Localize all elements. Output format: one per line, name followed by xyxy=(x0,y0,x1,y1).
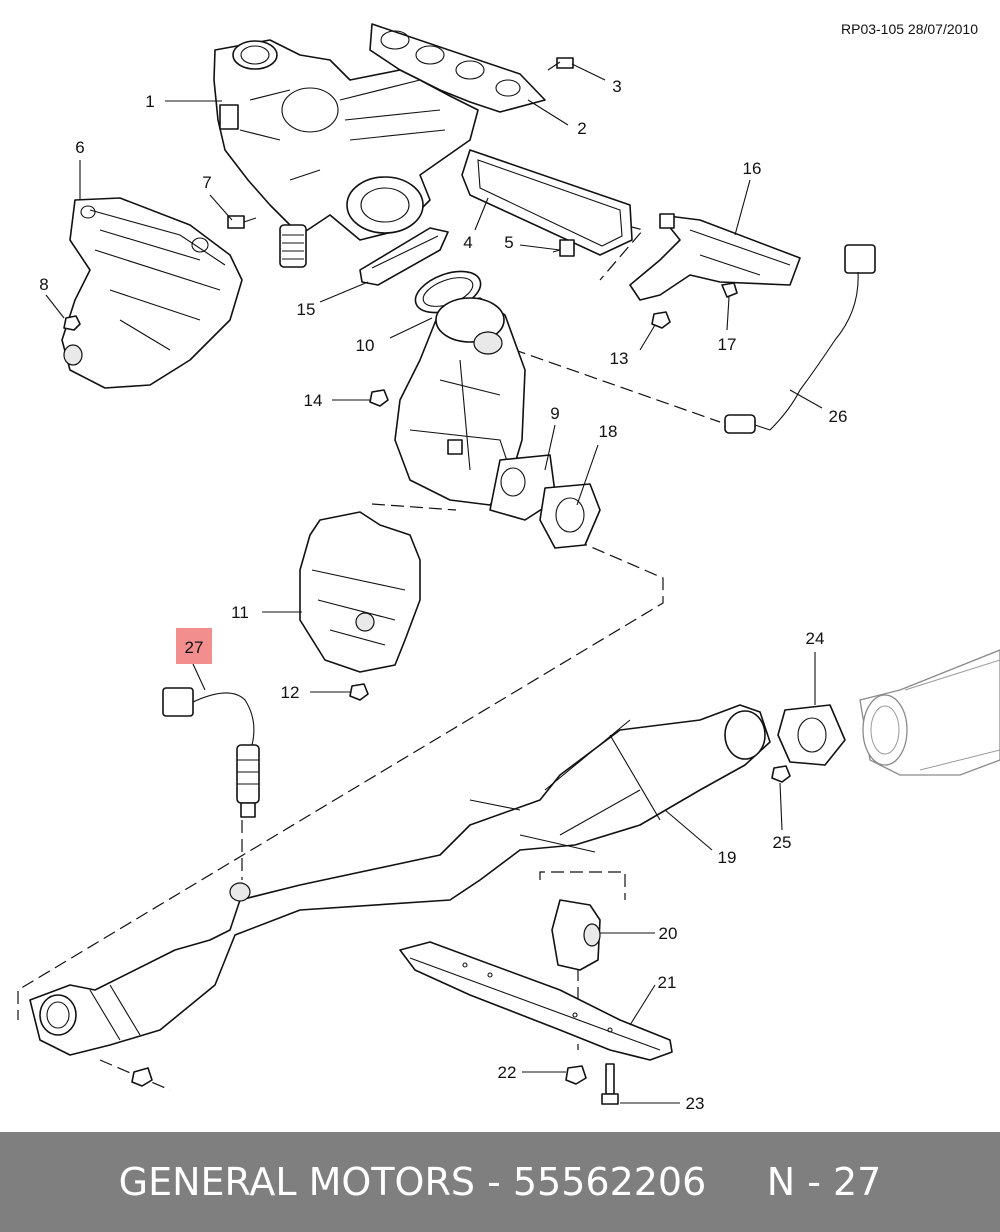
callout-7: 7 xyxy=(202,173,211,192)
callout-12: 12 xyxy=(281,683,300,702)
part-21-support-bracket xyxy=(399,941,673,1061)
part-1-turbocharger xyxy=(213,39,479,268)
part-20-rubber-hanger xyxy=(551,899,601,971)
callout-18: 18 xyxy=(599,422,618,441)
part-26-oxygen-sensor xyxy=(724,244,876,434)
part-16-heat-shield xyxy=(629,213,801,301)
part-11-heat-shield xyxy=(299,511,421,673)
callout-22: 22 xyxy=(498,1063,517,1082)
part-12-bolt xyxy=(349,683,369,701)
leader-lines xyxy=(45,63,823,1104)
footer-part-number: 55562206 xyxy=(512,1160,707,1204)
callout-5: 5 xyxy=(504,233,513,252)
rear-pipe-reference xyxy=(859,649,1000,776)
flange-nut xyxy=(131,1067,153,1087)
callout-24: 24 xyxy=(806,629,825,648)
callout-3: 3 xyxy=(612,77,621,96)
footer-page: N - 27 xyxy=(766,1160,882,1204)
part-8-bolt xyxy=(63,315,81,331)
callout-11: 11 xyxy=(231,603,249,622)
callout-6: 6 xyxy=(75,138,84,157)
callout-4: 4 xyxy=(463,233,472,252)
exploded-parts-diagram: RP03-105 28/07/2010 xyxy=(17,21,1000,1113)
callout-19: 19 xyxy=(718,848,737,867)
callout-17: 17 xyxy=(718,335,737,354)
footer-bar: GENERAL MOTORS - 55562206 N - 27 xyxy=(0,1132,1000,1232)
part-23-bolt xyxy=(601,1063,619,1105)
callout-2: 2 xyxy=(577,119,586,138)
part-25-nut xyxy=(771,765,791,783)
part-6-heat-shield xyxy=(61,197,243,389)
callout-25: 25 xyxy=(773,833,792,852)
callout-20: 20 xyxy=(659,924,678,943)
part-22-nut xyxy=(565,1065,587,1085)
callout-23: 23 xyxy=(686,1094,705,1113)
part-18-flange-gasket xyxy=(539,483,601,549)
callout-13: 13 xyxy=(610,349,629,368)
callout-9: 9 xyxy=(550,404,559,423)
callout-26: 26 xyxy=(829,407,848,426)
callout-27: 27 xyxy=(185,638,204,657)
callout-1: 1 xyxy=(145,92,154,111)
part-24-flange-gasket xyxy=(777,704,846,766)
callout-16: 16 xyxy=(743,159,762,178)
footer-brand: GENERAL MOTORS xyxy=(118,1160,475,1204)
diagram-reference: RP03-105 28/07/2010 xyxy=(841,21,978,37)
part-14-bolt xyxy=(369,389,389,407)
part-15-clamp xyxy=(359,227,449,286)
callout-14: 14 xyxy=(304,391,323,410)
footer-gap xyxy=(706,1160,766,1204)
part-2-gasket xyxy=(369,23,546,113)
part-5-temperature-sensor xyxy=(552,239,575,257)
callout-8: 8 xyxy=(39,275,48,294)
footer-separator: - xyxy=(474,1160,513,1204)
callout-15: 15 xyxy=(297,300,316,319)
callout-10: 10 xyxy=(356,336,375,355)
part-9-catalytic-converter xyxy=(394,297,557,521)
part-7-stud xyxy=(227,215,257,229)
callout-21: 21 xyxy=(658,973,677,992)
part-3-stud xyxy=(547,57,574,71)
callout-labels: 1 2 3 4 5 6 7 8 9 10 11 12 13 14 15 16 1… xyxy=(39,77,847,1113)
part-27-oxygen-sensor xyxy=(162,687,260,818)
callout-27-highlight xyxy=(176,628,212,664)
part-13-nut xyxy=(651,311,671,329)
part-4-gasket-plate xyxy=(461,149,633,256)
part-17-bolt xyxy=(721,282,738,298)
part-19-front-pipe xyxy=(29,704,771,1056)
